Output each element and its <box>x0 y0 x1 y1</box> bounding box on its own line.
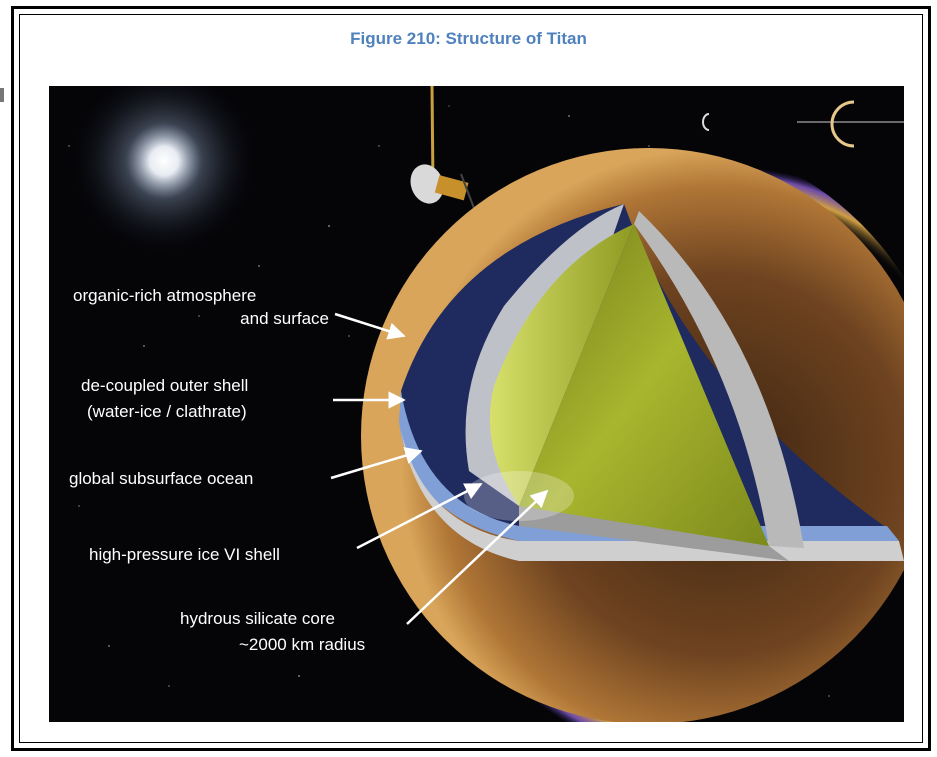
spacecraft-icon <box>410 86 478 217</box>
label-core-line2: ~2000 km radius <box>239 635 365 654</box>
sun-icon <box>69 86 259 256</box>
ice-layer <box>399 421 904 561</box>
page-edge-mark <box>0 88 4 102</box>
titan-structure-illustration: organic-rich atmosphere and surface de-c… <box>49 86 904 722</box>
label-outer-shell-line1: de-coupled outer shell <box>81 376 248 395</box>
ocean-layer <box>399 391 899 541</box>
arrow-ocean <box>330 447 423 480</box>
arrow-atmosphere <box>334 312 406 340</box>
label-atmosphere-line1: organic-rich atmosphere <box>73 286 256 305</box>
arrow-ice-vi <box>356 482 483 550</box>
label-core-line1: hydrous silicate core <box>180 609 335 628</box>
label-ice-vi: high-pressure ice VI shell <box>89 545 280 564</box>
arrow-core <box>406 489 549 625</box>
label-ocean: global subsurface ocean <box>69 469 253 488</box>
illustration-canvas: organic-rich atmosphere and surface de-c… <box>68 86 904 722</box>
saturn-icon <box>797 100 904 148</box>
silicate-core-side <box>489 224 634 506</box>
figure-frame-inner <box>19 14 923 743</box>
core-glow <box>464 471 574 521</box>
label-layer: organic-rich atmosphere and surface de-c… <box>69 286 365 654</box>
label-outer-shell-line2: (water-ice / clathrate) <box>87 402 247 421</box>
cutaway-edge-right <box>634 211 804 548</box>
silicate-core-front <box>519 224 769 546</box>
figure-frame <box>11 6 931 751</box>
arrow-layer <box>330 312 549 625</box>
distant-moon-icon <box>702 113 710 131</box>
cutaway-edge-bottom <box>519 506 789 561</box>
label-atmosphere-line2: and surface <box>240 309 329 328</box>
figure-caption: Figure 210: Structure of Titan <box>350 29 587 48</box>
